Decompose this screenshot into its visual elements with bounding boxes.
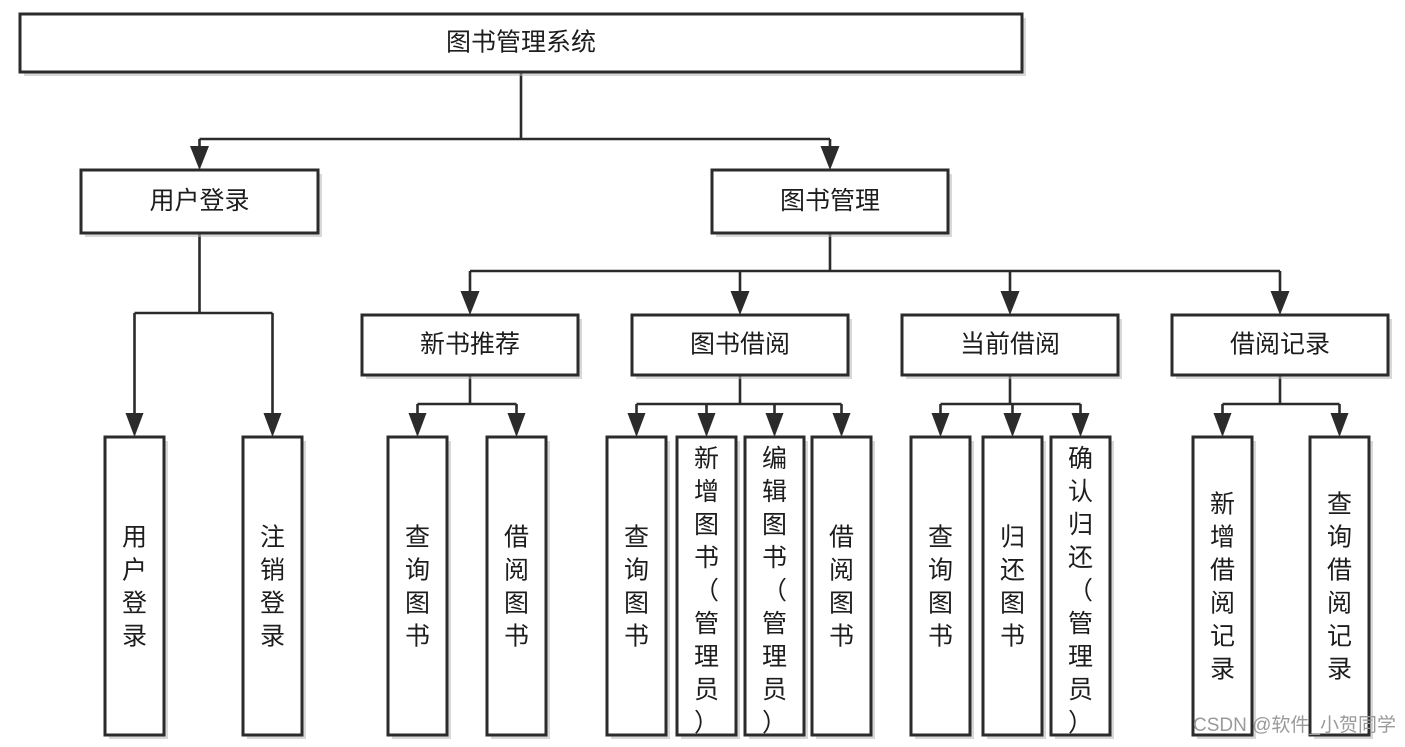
node-leaf-query-record[interactable]: 查询借阅记录 <box>1308 435 1373 739</box>
node-box[interactable] <box>1191 435 1254 737</box>
node-leaf-add-book[interactable]: 新增图书（管理员） <box>675 435 740 739</box>
node-leaf-confirm-return[interactable]: 确认归还（管理员） <box>1049 435 1114 739</box>
node-leaf-add-record[interactable]: 新增借阅记录 <box>1191 435 1256 739</box>
csdn-watermark: CSDN @软件_小贺同学 <box>1193 714 1396 736</box>
node-box[interactable] <box>675 435 738 737</box>
node-box[interactable] <box>103 435 166 737</box>
arrow-to-user-login <box>190 146 209 170</box>
node-borrow-record[interactable]: 借阅记录 <box>1170 313 1392 379</box>
edge-book-manage-trunk <box>468 233 1282 302</box>
node-label: 查询图书 <box>928 524 953 651</box>
node-box[interactable] <box>743 435 806 737</box>
node-label: 查询借阅记录 <box>1327 491 1352 684</box>
node-box[interactable] <box>605 435 668 737</box>
node-new-book-recommend[interactable]: 新书推荐 <box>360 313 582 379</box>
node-box[interactable] <box>1308 435 1371 737</box>
node-label: 图书管理 <box>780 187 880 215</box>
node-box[interactable] <box>630 313 850 377</box>
node-box[interactable] <box>386 435 449 737</box>
arrow-to-leaf-user-login <box>125 413 144 437</box>
node-label: 用户登录 <box>122 524 147 651</box>
arrow-to-leaf-add-record <box>1213 413 1232 437</box>
node-label: 查询图书 <box>624 524 649 651</box>
edge-root-trunk <box>198 72 832 157</box>
node-label: 注销登录 <box>260 524 285 651</box>
node-current-borrow[interactable]: 当前借阅 <box>900 313 1122 379</box>
arrow-to-leaf-confirm-return <box>1071 413 1090 437</box>
arrow-to-leaf-add-book <box>697 413 716 437</box>
node-leaf-borrow-book-2[interactable]: 借阅图书 <box>810 435 875 739</box>
node-box[interactable] <box>810 435 873 737</box>
node-label: 确认归还（管理员） <box>1068 445 1093 737</box>
edge-book-borrow-trunk <box>635 375 843 424</box>
node-box[interactable] <box>710 168 950 235</box>
node-leaf-logout[interactable]: 注销登录 <box>241 435 306 739</box>
node-box[interactable] <box>241 435 304 737</box>
arrow-to-new-book-recommend <box>460 291 480 315</box>
node-user-login[interactable]: 用户登录 <box>79 168 322 237</box>
arrow-to-leaf-edit-book <box>765 413 784 437</box>
arrow-to-leaf-query-record <box>1330 413 1349 437</box>
arrow-to-leaf-borrow-book-1 <box>507 413 526 437</box>
node-root[interactable]: 图书管理系统 <box>18 12 1026 76</box>
node-label: 图书管理系统 <box>446 29 596 57</box>
node-leaf-return-book[interactable]: 归还图书 <box>981 435 1046 739</box>
node-box[interactable] <box>360 313 580 377</box>
node-label: 编辑图书（管理员） <box>762 445 787 737</box>
node-box[interactable] <box>909 435 972 737</box>
node-box[interactable] <box>900 313 1120 377</box>
node-label: 借阅图书 <box>829 524 854 651</box>
edge-group <box>125 72 1349 437</box>
node-label: 当前借阅 <box>960 331 1060 359</box>
edge-user-login-trunk <box>133 233 274 424</box>
node-label: 新增图书（管理员） <box>694 445 719 737</box>
node-label: 借阅记录 <box>1230 331 1330 359</box>
arrow-to-leaf-logout <box>263 413 282 437</box>
node-box[interactable] <box>79 168 320 235</box>
node-label: 图书借阅 <box>690 331 790 359</box>
node-leaf-query-book-1[interactable]: 查询图书 <box>386 435 451 739</box>
node-leaf-edit-book[interactable]: 编辑图书（管理员） <box>743 435 808 739</box>
arrow-to-borrow-record <box>1270 291 1290 315</box>
node-group: 图书管理系统用户登录图书管理新书推荐图书借阅当前借阅借阅记录用户登录注销登录查询… <box>18 12 1392 739</box>
node-label: 新书推荐 <box>420 331 520 359</box>
node-label: 归还图书 <box>1000 524 1025 651</box>
node-box[interactable] <box>18 12 1024 74</box>
node-label: 借阅图书 <box>504 524 529 651</box>
arrow-to-current-borrow <box>1000 291 1020 315</box>
node-leaf-query-book-2[interactable]: 查询图书 <box>605 435 670 739</box>
arrow-to-leaf-query-book-3 <box>931 413 950 437</box>
edge-new-book-recommend-trunk <box>416 375 518 424</box>
node-box[interactable] <box>1170 313 1390 377</box>
node-box[interactable] <box>485 435 548 737</box>
arrow-to-leaf-query-book-1 <box>408 413 427 437</box>
edge-borrow-record-trunk <box>1221 375 1341 424</box>
node-label: 用户登录 <box>149 187 249 215</box>
node-label: 新增借阅记录 <box>1210 491 1235 684</box>
node-box[interactable] <box>981 435 1044 737</box>
node-book-borrow[interactable]: 图书借阅 <box>630 313 852 379</box>
node-box[interactable] <box>1049 435 1112 737</box>
node-label: 查询图书 <box>405 524 430 651</box>
arrow-to-leaf-query-book-2 <box>627 413 646 437</box>
arrow-to-leaf-borrow-book-2 <box>832 413 851 437</box>
node-leaf-query-book-3[interactable]: 查询图书 <box>909 435 974 739</box>
arrow-to-leaf-return-book <box>1003 413 1022 437</box>
arrow-to-book-borrow <box>730 291 750 315</box>
node-book-manage[interactable]: 图书管理 <box>710 168 952 237</box>
node-leaf-borrow-book-1[interactable]: 借阅图书 <box>485 435 550 739</box>
node-leaf-user-login[interactable]: 用户登录 <box>103 435 168 739</box>
arrow-to-book-manage <box>820 146 840 170</box>
